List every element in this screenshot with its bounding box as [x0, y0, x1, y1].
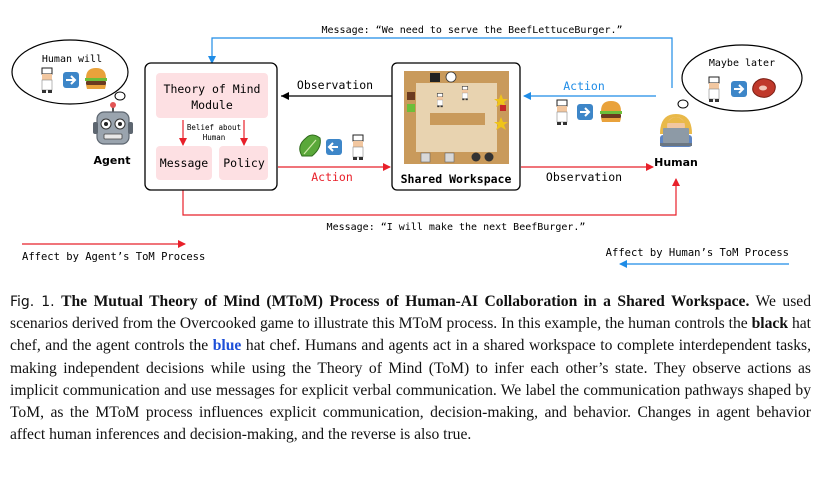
figure-caption: Fig. 1. The Mutual Theory of Mind (MToM)… — [10, 291, 811, 446]
message-top: Message: “We need to serve the BeefLettu… — [321, 25, 622, 36]
caption-title: The Mutual Theory of Mind (MToM) Process… — [61, 293, 750, 310]
bubble-human-text: Maybe later — [709, 58, 775, 69]
arrow-right-icon — [730, 80, 748, 98]
caption-text-3: hat chef. Humans and agents act in a sha… — [10, 337, 811, 444]
policy-box — [219, 146, 268, 180]
lettuce-icon — [299, 134, 321, 157]
chef-icon — [708, 76, 720, 103]
mtom-diagram: Message: “We need to serve the BeefLettu… — [11, 25, 803, 268]
policy-box-label: Policy — [223, 156, 265, 170]
tom-line1: Theory of Mind — [164, 82, 261, 96]
agent-label: Agent — [94, 154, 131, 167]
theory-of-mind-module — [156, 73, 268, 118]
caption-text-1: We used scenarios derived from the Overc… — [10, 293, 811, 333]
action-left-label: Action — [311, 170, 353, 184]
overcooked-kitchen — [404, 71, 509, 164]
message-box — [156, 146, 212, 180]
belief-line2: Human — [203, 133, 226, 142]
message-bottom: Message: “I will make the next BeefBurge… — [327, 222, 586, 233]
chef-icon — [556, 99, 568, 126]
observation-right-label: Observation — [546, 170, 622, 184]
figure-label: Fig. 1. — [10, 294, 55, 310]
caption-text-2: hat chef, and the agent controls the — [10, 315, 812, 355]
caption-blue: blue — [212, 337, 242, 355]
observation-left-label: Observation — [297, 78, 373, 92]
action-right-label: Action — [563, 79, 605, 93]
arrow-left-icon — [326, 139, 342, 155]
agent-thought-bubble: Human will — [11, 39, 129, 105]
legend-human: Affect by Human’s ToM Process — [606, 247, 789, 259]
chef-icon — [352, 134, 364, 161]
steak-icon — [752, 78, 776, 98]
belief-line1: Belief about — [187, 123, 241, 132]
human-laptop-icon — [660, 114, 692, 147]
robot-icon — [93, 102, 133, 145]
bubble-agent-text: Human will — [42, 54, 102, 65]
burger-icon — [600, 101, 622, 122]
workspace-label: Shared Workspace — [401, 172, 512, 186]
caption-black: black — [751, 315, 789, 333]
human-label: Human — [654, 156, 698, 169]
legend-agent: Affect by Agent’s ToM Process — [22, 251, 205, 263]
tom-line2: Module — [191, 98, 233, 112]
arrow-right-icon — [576, 103, 594, 121]
message-box-label: Message — [160, 156, 209, 170]
arrow-right-icon — [62, 71, 80, 89]
chef-icon — [41, 67, 53, 94]
human-thought-bubble: Maybe later — [677, 44, 803, 112]
burger-icon — [85, 68, 107, 89]
